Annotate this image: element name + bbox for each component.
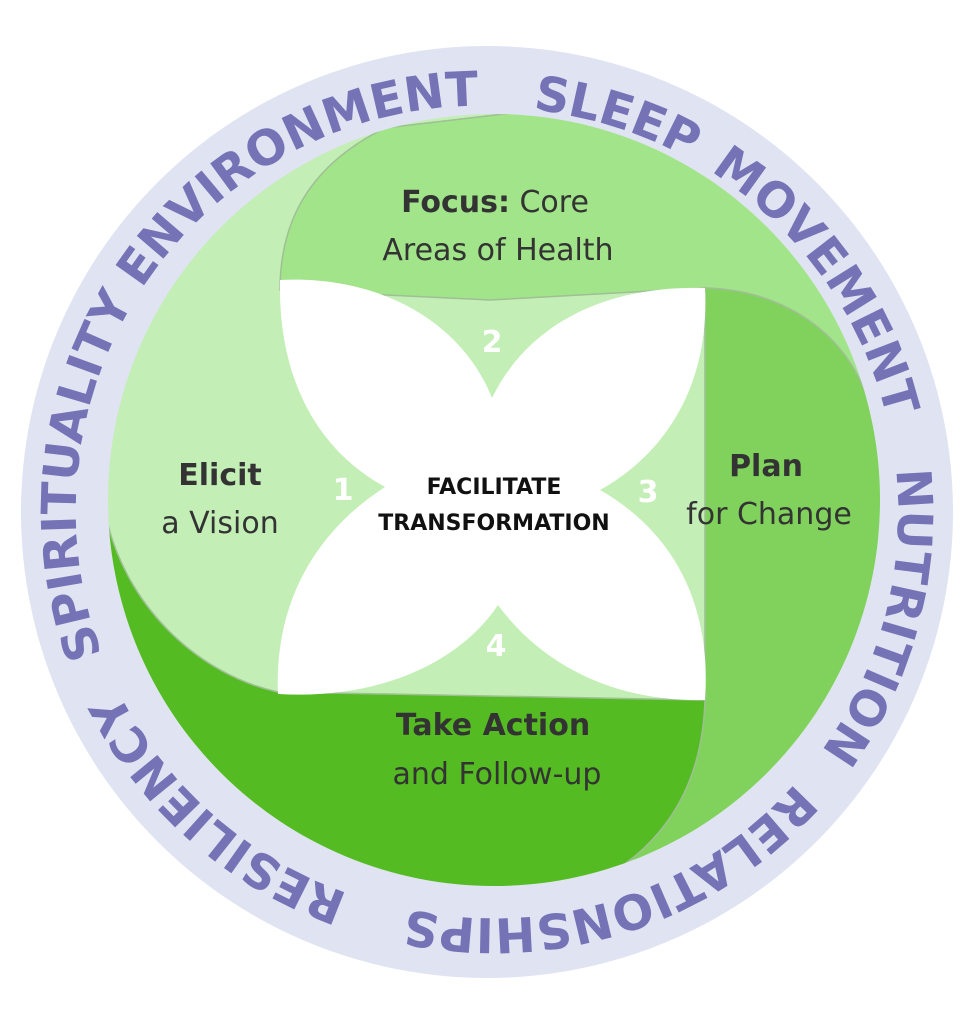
step-1-title: Elicit: [178, 458, 261, 493]
step-1-subtitle: a Vision: [161, 506, 278, 541]
step-1-number: 1: [333, 473, 354, 508]
step-3-subtitle: for Change: [686, 497, 852, 532]
center-petals: [277, 279, 706, 701]
center-title-line1: FACILITATE: [427, 475, 562, 500]
step-2-subtitle: Areas of Health: [382, 233, 613, 268]
step-2-title: Focus: Core: [401, 185, 589, 220]
step-4-title: Take Action: [396, 708, 590, 743]
step-2-number: 2: [482, 325, 503, 360]
center-title-line2: TRANSFORMATION: [378, 511, 609, 536]
step-4-number: 4: [486, 629, 507, 664]
step-3-title: Plan: [729, 449, 803, 484]
step-3-number: 3: [638, 475, 659, 510]
step-4-subtitle: and Follow-up: [393, 757, 602, 792]
